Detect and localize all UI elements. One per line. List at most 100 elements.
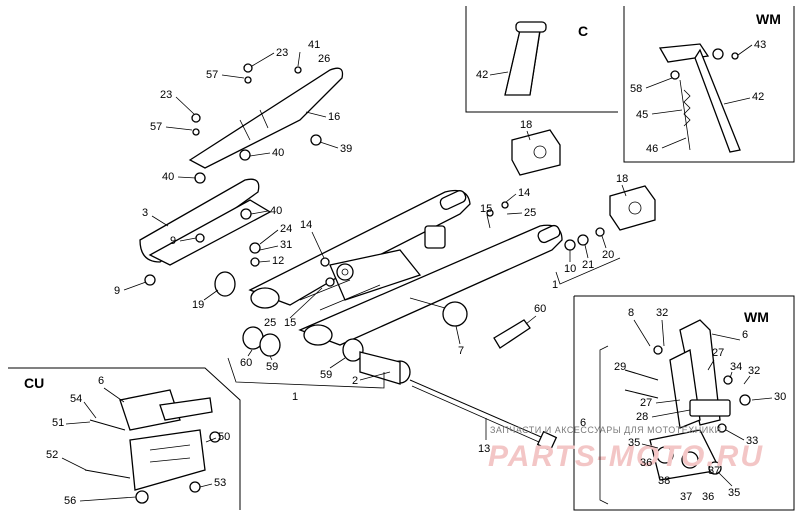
callout: 9 (170, 235, 176, 247)
callouts-wm-bottom: 8 32 6 29 27 34 32 30 27 28 33 35 36 37 … (580, 307, 786, 505)
callout: 57 (206, 69, 218, 81)
callout: 45 (636, 109, 648, 121)
callout: 30 (774, 391, 786, 403)
callout: 14 (300, 219, 312, 231)
axle-13 (409, 379, 558, 452)
callout: 40 (272, 147, 284, 159)
callout: 58 (630, 83, 642, 95)
callout: 13 (478, 443, 490, 455)
callout: 43 (754, 39, 766, 51)
callouts-c: 42 (476, 69, 509, 81)
callout: 23 (276, 47, 288, 59)
plug-7 (409, 297, 468, 327)
inset-title-wm-bottom: WM (744, 309, 769, 325)
callout: 28 (636, 411, 648, 423)
callout: 59 (320, 369, 332, 381)
callout: 6 (580, 417, 586, 429)
callout: 37 (680, 491, 692, 503)
callout: 15 (480, 203, 492, 215)
chain-guide-upper (188, 67, 344, 169)
callout: 18 (520, 119, 532, 131)
callout: 7 (458, 345, 464, 357)
callout: 16 (328, 111, 340, 123)
callout: 26 (318, 53, 330, 65)
callout: 10 (564, 263, 576, 275)
side-stand (658, 43, 741, 153)
callout: 42 (476, 69, 488, 81)
callout: 20 (602, 249, 614, 261)
callout: 15 (284, 317, 296, 329)
inset-title-c: C (578, 23, 588, 39)
callout: 29 (614, 361, 626, 373)
callout: 1 (292, 391, 298, 403)
chain-slider (139, 178, 272, 266)
callout: 24 (280, 223, 292, 235)
watermark-text: ЗАПЧАСТИ И АКСЕССУАРЫ ДЛЯ МОТОТЕХНИКИ (490, 425, 721, 435)
callout: 14 (518, 187, 530, 199)
inset-frame-cu (8, 367, 241, 510)
fasteners-main (144, 63, 605, 287)
callout: 57 (150, 121, 162, 133)
callout: 42 (752, 91, 764, 103)
callout: 21 (582, 259, 594, 271)
callout: 38 (658, 475, 670, 487)
callout: 37 (708, 465, 720, 477)
inset-frame-c (465, 6, 618, 113)
callout: 27 (712, 347, 724, 359)
callouts-main: 41 26 23 57 23 57 16 39 40 40 40 3 24 9 … (114, 39, 628, 455)
callout: 33 (746, 435, 758, 447)
callout: 32 (748, 365, 760, 377)
callout: 12 (272, 255, 284, 267)
inset-frame-wm-bottom (573, 295, 795, 511)
paddock-stand (504, 21, 547, 96)
callout: 52 (46, 449, 58, 461)
callout: 25 (264, 317, 276, 329)
callouts-cu: 6 54 51 50 52 53 56 (46, 375, 230, 507)
callout: 34 (730, 361, 742, 373)
callout: 35 (728, 487, 740, 499)
callout: 2 (352, 375, 358, 387)
callout: 41 (308, 39, 320, 51)
callout: 31 (280, 239, 292, 251)
inset-frame-wm-top (623, 6, 795, 163)
inset-title-wm-top: WM (756, 11, 781, 27)
watermark-site: PARTS-MOTO.RU (488, 440, 764, 473)
callout: 54 (70, 393, 82, 405)
callout: 40 (270, 205, 282, 217)
callout: 35 (628, 437, 640, 449)
swingarm (248, 189, 563, 346)
callout: 9 (114, 285, 120, 297)
callout: 8 (628, 307, 634, 319)
callout: 40 (162, 171, 174, 183)
callout: 18 (616, 173, 628, 185)
callout: 51 (52, 417, 64, 429)
callout: 23 (160, 89, 172, 101)
callout: 46 (646, 143, 658, 155)
callout: 1 (552, 279, 558, 291)
bushing-2 (342, 338, 411, 385)
callout: 27 (640, 397, 652, 409)
callout: 32 (656, 307, 668, 319)
callout: 3 (142, 207, 148, 219)
callout: 25 (524, 207, 536, 219)
callout: 36 (640, 457, 652, 469)
callout: 60 (534, 303, 546, 315)
callout: 53 (214, 477, 226, 489)
callout: 50 (218, 431, 230, 443)
chain-guide-cu (84, 389, 221, 504)
callouts-wm-top: 43 58 45 46 42 (630, 39, 766, 155)
bushing-59 (259, 333, 281, 357)
callout: 19 (192, 299, 204, 311)
spacer-19 (214, 271, 236, 297)
callout: 6 (742, 329, 748, 341)
callout: 60 (240, 357, 252, 369)
callout: 39 (340, 143, 352, 155)
callout: 56 (64, 495, 76, 507)
inset-title-cu: CU (24, 375, 44, 391)
plate-60 (493, 319, 531, 349)
block-18-b (609, 185, 656, 231)
block-18-a (511, 129, 561, 176)
callout: 6 (98, 375, 104, 387)
callout: 59 (266, 361, 278, 373)
